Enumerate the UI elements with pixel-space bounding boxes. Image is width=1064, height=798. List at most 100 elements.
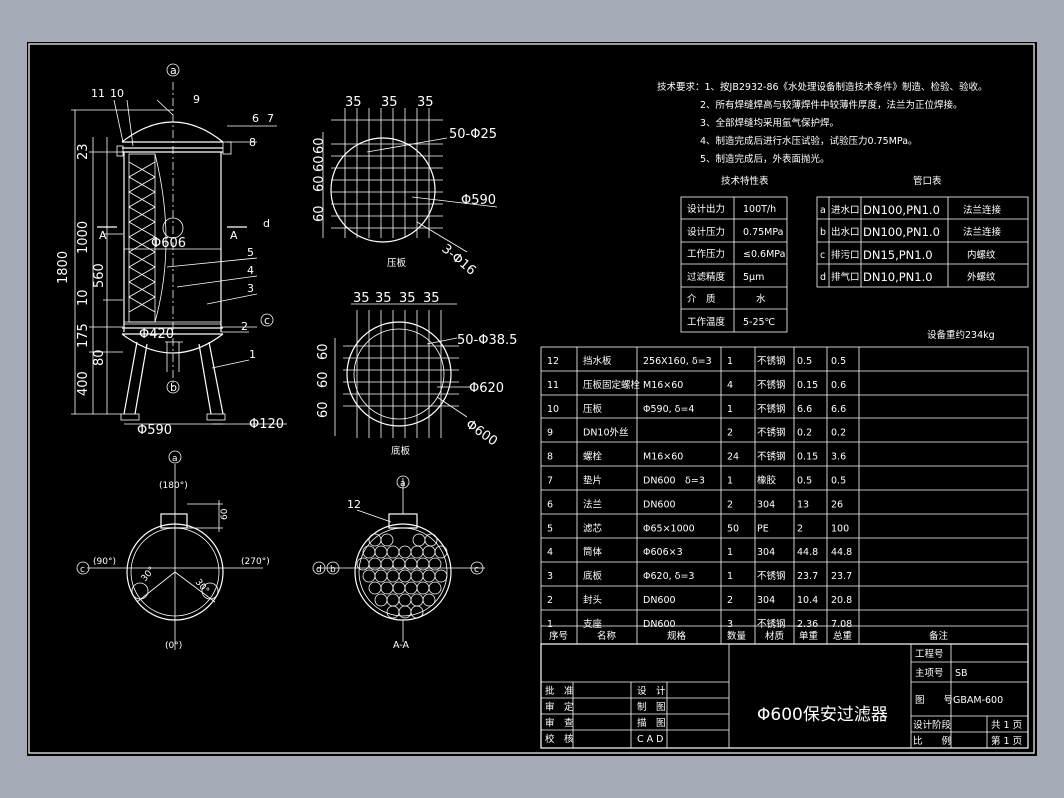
nozzle-spec-3: DN10,PN1.0 — [863, 270, 933, 284]
bom-row-1-total-weight: 0.6 — [831, 380, 846, 391]
plan-angle-0: (0°) — [165, 641, 182, 651]
bom-row-5-total-weight: 0.5 — [831, 476, 846, 487]
bom-row-9-no: 3 — [547, 571, 553, 582]
frame-border — [28, 43, 1035, 754]
bom-row-6-unit-weight: 13 — [797, 499, 809, 510]
nozzle-mark-1: b — [820, 227, 826, 238]
bom-row-10-no: 2 — [547, 595, 553, 606]
bom-row-7-spec: Φ65×1000 — [643, 523, 695, 534]
bom-row-1-unit-weight: 0.15 — [797, 380, 818, 391]
dim-d606: Φ606 — [151, 236, 186, 251]
spec-value-4: 水 — [756, 293, 766, 305]
nozzle-spec-2: DN15,PN1.0 — [863, 248, 933, 262]
bom-row-10-name: 封头 — [583, 594, 602, 606]
bom-row-3-no: 9 — [547, 428, 553, 439]
section-label-b: b — [330, 565, 336, 575]
bom-row-5-qty: 1 — [727, 476, 733, 487]
bom-row-9-material: 不锈钢 — [757, 570, 786, 582]
tb-mid-0: 设 计 — [637, 685, 666, 697]
drawing-title: Φ600保安过滤器 — [757, 705, 888, 725]
bom-row-11-qty: 3 — [727, 619, 733, 630]
bom-row-6-spec: DN600 — [643, 499, 676, 510]
tb-left-0: 批 准 — [545, 685, 574, 697]
tb-stage-label: 设计阶段 — [913, 719, 952, 731]
plan-angle-30-right: 30° — [193, 578, 211, 597]
tech-requirements: 技术要求：1、按JB2932-86《水处理设备制造技术条件》制造、检验、验收。 … — [657, 81, 988, 165]
dim-10: 10 — [76, 289, 91, 306]
dim-1800: 1800 — [56, 251, 71, 284]
bom-row-8-name: 筒体 — [583, 546, 603, 558]
spec-value-5: 5-25℃ — [743, 317, 776, 328]
bom-row-2-total-weight: 6.6 — [831, 404, 846, 415]
bom-row-0-name: 挡水板 — [583, 355, 612, 367]
bottom-d600: Φ600 — [463, 417, 500, 449]
bom-row-0-unit-weight: 0.5 — [797, 356, 812, 367]
bom-row-3-material: 不锈钢 — [757, 427, 786, 439]
section-a-left: A — [99, 229, 107, 242]
spec-label-0: 设计出力 — [687, 203, 725, 215]
nozzle-conn-1: 法兰连接 — [963, 226, 1002, 238]
tb-scale-label: 比 例 — [913, 735, 951, 747]
bom-row-4-qty: 24 — [727, 452, 739, 463]
bom-row-10-qty: 2 — [727, 595, 733, 606]
press-dim-60-a: 60 — [312, 137, 327, 154]
press-dim-60-d: 60 — [312, 205, 327, 222]
section-title: A-A — [393, 640, 410, 651]
bom-row-0-total-weight: 0.5 — [831, 356, 846, 367]
cartridge-circles — [356, 533, 448, 619]
bom-header-name: 名称 — [597, 630, 617, 642]
part-label-4: 4 — [247, 264, 254, 277]
plan-dim-60: 60 — [220, 508, 230, 520]
dim-80: 80 — [92, 349, 107, 366]
bom-header-material: 材质 — [765, 630, 785, 642]
dim-d420: Φ420 — [139, 327, 174, 342]
nozzle-name-1: 出水口 — [831, 226, 860, 238]
tb-drawing-no-value: GBAM-600 — [953, 695, 1003, 706]
spec-value-2: ≤0.6MPa — [743, 249, 785, 260]
tech-req-line-4: 4、制造完成后进行水压试验，试验压力0.75MPa。 — [700, 135, 918, 147]
nozzle-name-3: 排气口 — [831, 271, 860, 283]
section-label-d: d — [316, 565, 322, 575]
specs-table: 技术特性表 设计出力 100T/h 设计压力 0.75MPa 工作压力 ≤0.6… — [680, 175, 788, 333]
bom-row-1-qty: 4 — [727, 380, 733, 391]
bottom-dim-35-c: 35 — [399, 291, 416, 306]
bom-row-9-name: 底板 — [583, 570, 603, 582]
section-aa-view — [312, 475, 485, 642]
bom-row-7-unit-weight: 2 — [797, 523, 803, 534]
dim-1000: 1000 — [76, 221, 91, 254]
tb-project-no-label: 工程号 — [915, 649, 944, 660]
bom-row-7-no: 5 — [547, 523, 553, 534]
bom-row-11-name: 支座 — [583, 618, 603, 630]
press-dim-60-b: 60 — [312, 155, 327, 172]
plan-angle-180: (180°) — [159, 481, 188, 491]
nozzle-title: 管口表 — [913, 175, 942, 187]
bom-header-spec: 规格 — [667, 630, 687, 642]
bom-row-4-no: 8 — [547, 452, 553, 463]
label-a-top: a — [170, 64, 177, 77]
spec-value-1: 0.75MPa — [743, 227, 783, 238]
dim-23: 23 — [76, 143, 91, 160]
bom-row-0-qty: 1 — [727, 356, 733, 367]
spec-label-3: 过滤精度 — [687, 271, 726, 283]
label-c: c — [264, 314, 270, 327]
bom-header-unit-weight: 单重 — [799, 630, 819, 642]
bom-row-2-unit-weight: 6.6 — [797, 404, 812, 415]
bom-row-2-qty: 1 — [727, 404, 733, 415]
bottom-dim-60-a: 60 — [316, 343, 331, 360]
bom-row-6-qty: 2 — [727, 499, 733, 510]
spec-label-4: 介 质 — [687, 293, 716, 305]
press-dim-35-a: 35 — [345, 95, 362, 110]
tech-req-line-3: 3、全部焊缝均采用氩气保护焊。 — [700, 117, 839, 129]
tb-sheet-total: 共 1 页 — [991, 720, 1022, 731]
tech-req-line-2: 2、所有焊缝焊高与较薄焊件中较薄件厚度，法兰为正位焊接。 — [700, 99, 963, 111]
bom-row-4-total-weight: 3.6 — [831, 452, 846, 463]
cad-drawing: a b c d A A 11 10 9 6 7 8 5 4 3 2 1 1800… — [28, 43, 1035, 754]
spec-value-0: 100T/h — [743, 204, 776, 215]
bom-header-remark: 备注 — [929, 630, 949, 642]
weight-note: 设备重约234kg — [927, 329, 995, 341]
bom-row-9-spec: Φ620, δ=3 — [643, 571, 694, 582]
label-b-bottom: b — [170, 381, 177, 394]
bom-row-3-name: DN10外丝 — [583, 427, 629, 439]
bom-row-8-spec: Φ606×3 — [643, 547, 683, 558]
bom-row-11-spec: DN600 — [643, 619, 676, 630]
